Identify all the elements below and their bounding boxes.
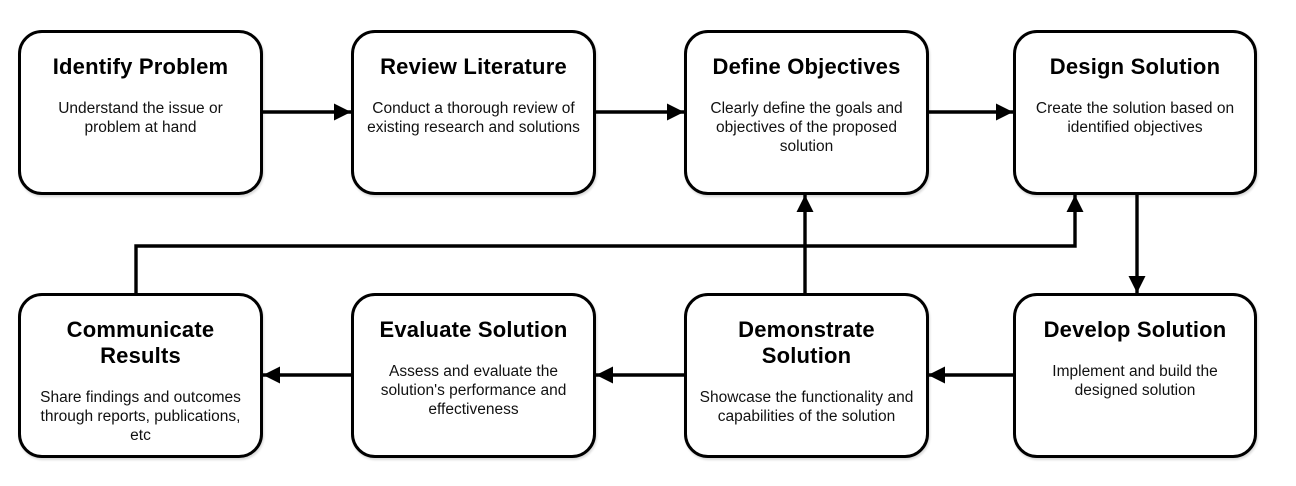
node-title: Identify Problem <box>52 54 229 79</box>
node-title: Review Literature <box>380 54 567 79</box>
node-title: Demonstrate Solution <box>738 317 875 368</box>
node-design-solution: Design Solution Create the solution base… <box>1013 30 1257 195</box>
node-description: Create the solution based on identified … <box>1035 100 1235 136</box>
node-identify-problem: Identify Problem Understand the issue or… <box>18 30 263 195</box>
node-communicate-results: Communicate Results Share findings and o… <box>18 293 263 458</box>
node-description: Assess and evaluate the solution's perfo… <box>380 363 567 418</box>
node-evaluate-solution: Evaluate Solution Assess and evaluate th… <box>351 293 596 458</box>
node-define-objectives: Define Objectives Clearly define the goa… <box>684 30 929 195</box>
node-title: Evaluate Solution <box>379 317 568 342</box>
node-description: Conduct a thorough review of existing re… <box>367 100 580 136</box>
node-description: Share findings and outcomes through repo… <box>40 389 241 444</box>
node-demonstrate-solution: Demonstrate Solution Showcase the functi… <box>684 293 929 458</box>
node-title: Develop Solution <box>1043 317 1227 342</box>
node-develop-solution: Develop Solution Implement and build the… <box>1013 293 1257 458</box>
node-description: Clearly define the goals and objectives … <box>710 100 903 155</box>
node-title: Communicate Results <box>66 317 215 368</box>
node-description: Understand the issue or problem at hand <box>58 100 223 136</box>
node-title: Design Solution <box>1049 54 1221 79</box>
node-title: Define Objectives <box>712 54 901 79</box>
arrow-communicate-to-design <box>134 195 1084 293</box>
node-review-literature: Review Literature Conduct a thorough rev… <box>351 30 596 195</box>
node-description: Implement and build the designed solutio… <box>1052 363 1218 399</box>
node-description: Showcase the functionality and capabilit… <box>699 389 914 425</box>
